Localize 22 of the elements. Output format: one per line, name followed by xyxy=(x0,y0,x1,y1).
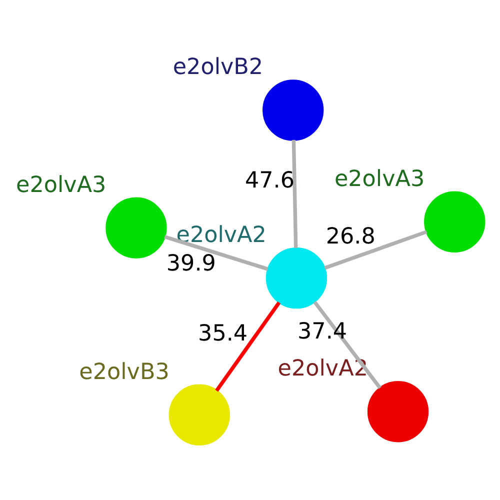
node-label: e2olvB3 xyxy=(79,358,170,384)
node-circle xyxy=(106,196,167,258)
edge-label: 47.6 xyxy=(244,167,295,194)
node-circle xyxy=(262,79,324,140)
connector xyxy=(292,139,298,248)
node-circle xyxy=(367,380,429,442)
node-circle xyxy=(424,190,486,252)
node-label: e2olvA2 xyxy=(176,222,266,248)
node-label: e2olvA3 xyxy=(334,165,425,192)
connector xyxy=(164,234,268,270)
node-label: e2olvB2 xyxy=(172,54,264,80)
edge-label: 35.4 xyxy=(198,320,248,346)
node-circle xyxy=(266,246,328,308)
edge-label: 39.9 xyxy=(166,250,216,276)
node-label: e2olvA3 xyxy=(16,171,106,198)
node-circle xyxy=(168,384,230,445)
node-label: e2olvA2 xyxy=(278,355,368,382)
edge-label: 26.8 xyxy=(326,223,376,250)
connector xyxy=(215,300,281,392)
connector xyxy=(324,230,428,270)
connector xyxy=(313,300,382,389)
edge-label: 37.4 xyxy=(298,318,348,344)
